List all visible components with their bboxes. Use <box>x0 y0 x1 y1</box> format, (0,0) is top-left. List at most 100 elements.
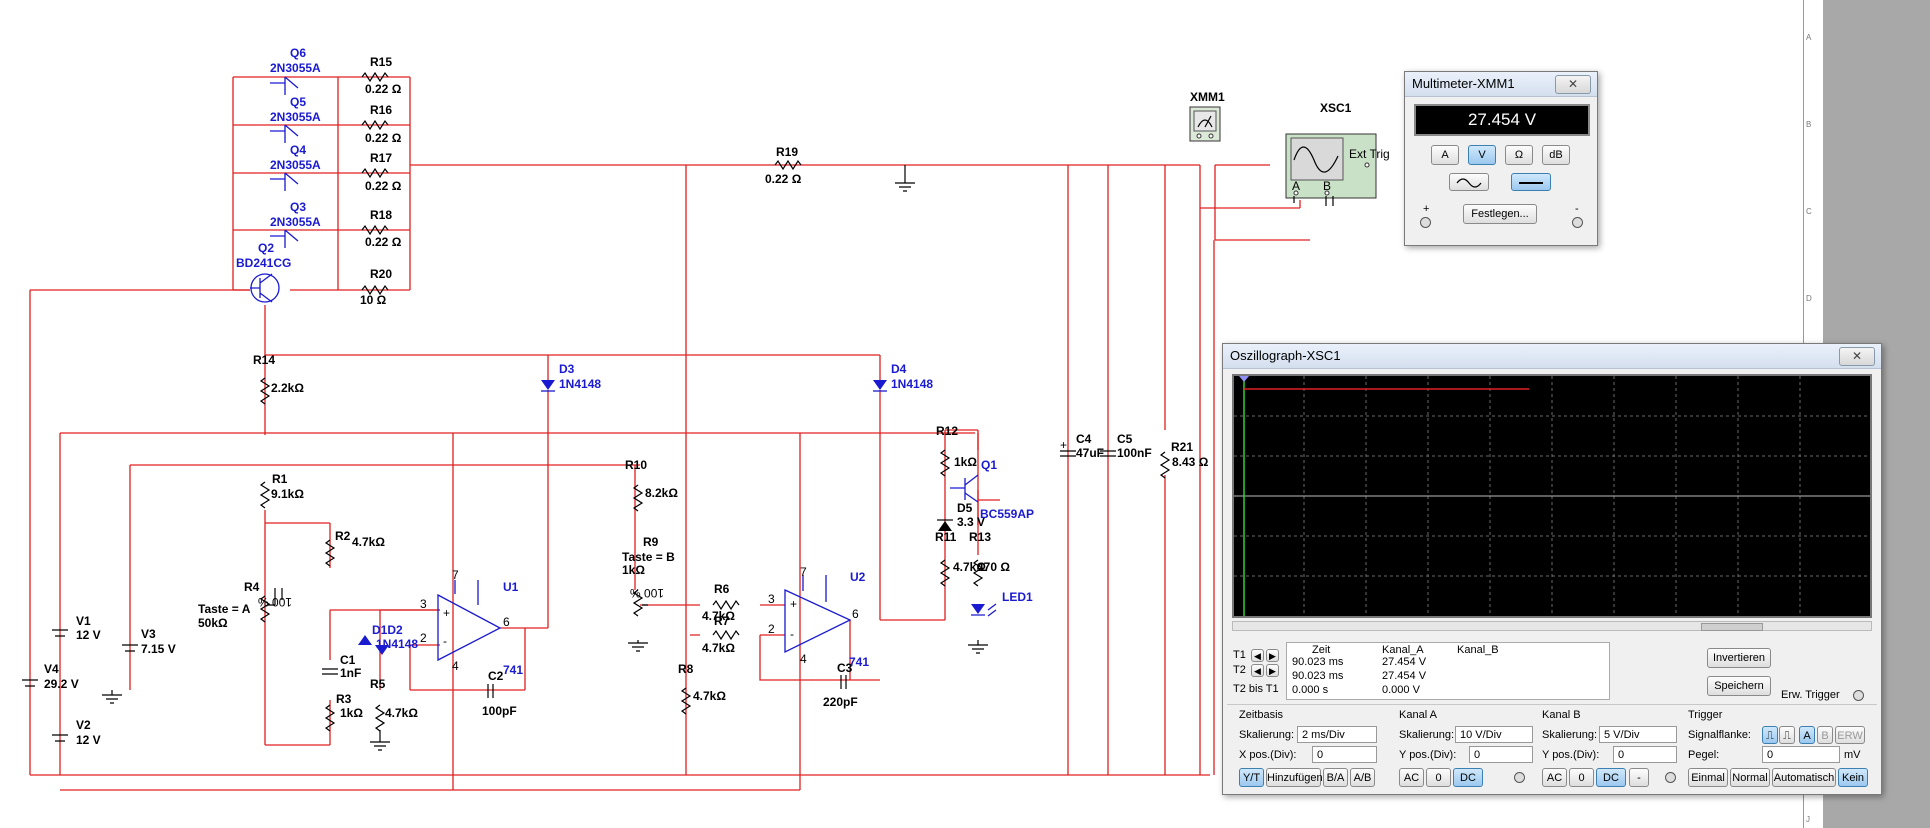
auto-button[interactable]: Automatisch <box>1772 768 1836 787</box>
close-button[interactable]: ✕ <box>1555 75 1591 94</box>
trigger-title: Trigger <box>1688 709 1723 721</box>
ac-button[interactable] <box>1449 173 1489 191</box>
save-button[interactable]: Speichern <box>1707 676 1771 696</box>
channel-b-ypos-field[interactable]: 0 <box>1613 746 1677 763</box>
svg-text:100 %: 100 % <box>630 586 664 600</box>
channel-b-scale-field[interactable]: 5 V/Div <box>1599 726 1677 743</box>
set-button[interactable]: Festlegen... <box>1463 204 1537 224</box>
svg-text:1N4148: 1N4148 <box>559 377 601 391</box>
channel-a-zero-button[interactable]: 0 <box>1426 768 1451 787</box>
rising-edge-icon[interactable]: ⎍ <box>1762 726 1778 744</box>
svg-text:+: + <box>1060 438 1067 452</box>
t2-left-arrow-icon[interactable]: ◀ <box>1251 664 1264 677</box>
opamp-u1: U1 741 + - 3 2 6 4 7 <box>420 568 523 677</box>
none-button[interactable]: Kein <box>1838 768 1868 787</box>
minus-terminal[interactable] <box>1572 217 1583 228</box>
t1-time: 90.023 ms <box>1292 656 1344 668</box>
channel-b-ac-button[interactable]: AC <box>1542 768 1567 787</box>
svg-text:12 V: 12 V <box>76 733 101 747</box>
channel-a-ypos-field[interactable]: 0 <box>1469 746 1533 763</box>
ba-button[interactable]: B/A <box>1323 768 1348 787</box>
trigger-source-ext-button[interactable]: ERW <box>1835 726 1865 744</box>
timebase-title: Zeitbasis <box>1239 709 1284 721</box>
single-button[interactable]: Einmal <box>1688 768 1728 787</box>
cursor-handle-icon[interactable] <box>1239 376 1249 382</box>
oscilloscope-window[interactable]: Oszillograph-XSC1 ✕ T1 T2 T2 bis T1 ◀ ▶ … <box>1222 343 1882 795</box>
svg-text:XSC1: XSC1 <box>1320 101 1352 115</box>
ruler-label: J <box>1806 815 1810 824</box>
trigger-level-field[interactable]: 0 <box>1762 746 1840 763</box>
svg-text:4: 4 <box>800 652 807 666</box>
timebase-xpos-field[interactable]: 0 <box>1312 746 1377 763</box>
channel-b-terminal[interactable] <box>1665 772 1676 783</box>
circuit-schematic[interactable]: Q6 2N3055A Q5 2N3055A Q4 2N3055A Q3 2N30… <box>0 0 1803 828</box>
svg-text:C3: C3 <box>837 661 853 675</box>
svg-text:C2: C2 <box>488 669 504 683</box>
xsc1-oscilloscope-symbol[interactable]: XSC1 Ext Trig A B <box>1285 101 1390 206</box>
xmm1-multimeter-symbol[interactable]: XMM1 <box>1189 90 1225 142</box>
svg-text:2.2kΩ: 2.2kΩ <box>271 381 304 395</box>
t1-right-arrow-icon[interactable]: ▶ <box>1266 649 1279 662</box>
svg-text:Q2: Q2 <box>258 241 274 255</box>
normal-button[interactable]: Normal <box>1730 768 1770 787</box>
mode-ohmmeter-button[interactable]: Ω <box>1505 145 1533 165</box>
t2-t1-label: T2 bis T1 <box>1233 683 1279 695</box>
svg-text:220pF: 220pF <box>823 695 858 709</box>
add-button[interactable]: Hinzufügen <box>1266 768 1323 787</box>
oscilloscope-screen[interactable] <box>1232 374 1872 618</box>
svg-text:C1: C1 <box>340 653 356 667</box>
t1-left-arrow-icon[interactable]: ◀ <box>1251 649 1264 662</box>
plus-terminal[interactable] <box>1420 217 1431 228</box>
multimeter-window[interactable]: Multimeter-XMM1 ✕ 27.454 V A V Ω dB + - … <box>1404 71 1598 246</box>
trigger-source-b-button[interactable]: B <box>1817 726 1833 744</box>
channel-b-zero-button[interactable]: 0 <box>1569 768 1594 787</box>
controls-area: Zeitbasis Skalierung: 2 ms/Div X pos.(Di… <box>1227 704 1877 791</box>
falling-edge-icon[interactable]: ⎍ <box>1779 726 1795 744</box>
cursor-readout-panel: Zeit Kanal_A Kanal_B 90.023 ms 27.454 V … <box>1286 642 1610 700</box>
channel-a-ypos-label: Y pos.(Div): <box>1399 749 1457 761</box>
channel-b-dc-button[interactable]: DC <box>1596 768 1626 787</box>
ext-trigger-terminal[interactable] <box>1853 690 1864 701</box>
mode-voltmeter-button[interactable]: V <box>1468 145 1496 165</box>
svg-text:6: 6 <box>852 607 859 621</box>
svg-text:LED1: LED1 <box>1002 590 1033 604</box>
channel-a-ac-button[interactable]: AC <box>1399 768 1424 787</box>
yt-button[interactable]: Y/T <box>1239 768 1264 787</box>
svg-text:2N3055A: 2N3055A <box>270 158 321 172</box>
voltage-sources: V1 12 V V2 12 V V3 7.15 V V4 29.2 V <box>22 614 176 747</box>
header-time: Zeit <box>1312 644 1331 656</box>
svg-text:12 V: 12 V <box>76 628 101 642</box>
sine-wave-icon <box>1456 178 1482 188</box>
svg-text:9.1kΩ: 9.1kΩ <box>271 487 304 501</box>
invert-button[interactable]: Invertieren <box>1707 648 1771 668</box>
svg-text:47uF: 47uF <box>1076 446 1104 460</box>
timebase-scale-field[interactable]: 2 ms/Div <box>1297 726 1377 743</box>
t2-right-arrow-icon[interactable]: ▶ <box>1266 664 1279 677</box>
svg-text:R12: R12 <box>936 424 958 438</box>
trigger-source-a-button[interactable]: A <box>1799 726 1815 744</box>
svg-text:470 Ω: 470 Ω <box>977 560 1010 574</box>
channel-a-scale-field[interactable]: 10 V/Div <box>1455 726 1533 743</box>
svg-text:BC559AP: BC559AP <box>980 507 1034 521</box>
channel-a-terminal[interactable] <box>1514 772 1525 783</box>
mode-db-button[interactable]: dB <box>1542 145 1570 165</box>
channel-b-minus-button[interactable]: - <box>1629 768 1649 787</box>
ab-button[interactable]: A/B <box>1350 768 1375 787</box>
potentiometers: R4 Taste = A 50kΩ 100 % R9 Taste = B 1kΩ… <box>198 535 675 630</box>
svg-text:R21: R21 <box>1171 440 1193 454</box>
svg-text:R8: R8 <box>678 662 694 676</box>
svg-text:R16: R16 <box>370 103 392 117</box>
svg-text:0.22 Ω: 0.22 Ω <box>765 172 802 186</box>
header-channel-a: Kanal_A <box>1382 644 1424 656</box>
ruler-label: A <box>1806 33 1812 42</box>
svg-text:V4: V4 <box>44 662 59 676</box>
close-button[interactable]: ✕ <box>1839 347 1875 366</box>
dc-button[interactable] <box>1511 173 1551 191</box>
mode-ammeter-button[interactable]: A <box>1431 145 1459 165</box>
svg-text:29.2 V: 29.2 V <box>44 677 79 691</box>
svg-text:Q1: Q1 <box>981 458 997 472</box>
channel-a-dc-button[interactable]: DC <box>1453 768 1483 787</box>
screen-scrollbar[interactable] <box>1232 621 1872 631</box>
svg-text:XMM1: XMM1 <box>1190 90 1225 104</box>
opamp-u2: U2 741 + - 3 2 6 4 7 <box>768 565 869 669</box>
